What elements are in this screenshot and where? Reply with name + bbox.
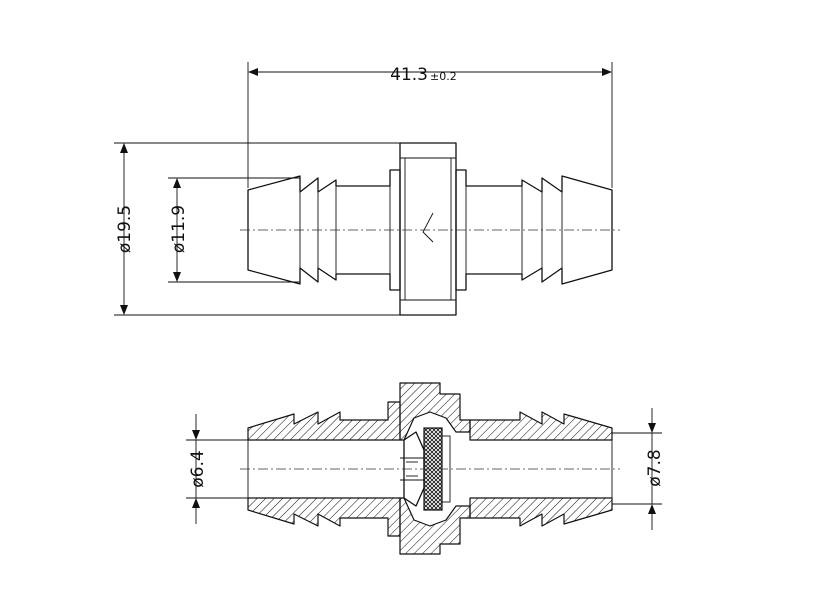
top-view	[240, 142, 620, 316]
body-upper	[399, 382, 471, 441]
left-bore-value: ø6.4	[188, 450, 208, 487]
left-bore-dimension: ø6.4	[186, 414, 248, 524]
center-hex-body	[399, 142, 457, 316]
barb-diameter-value: ø11.9	[169, 205, 189, 253]
barb-diameter-dimension: ø11.9	[168, 177, 300, 283]
overall-length-tolerance: ±0.2	[430, 70, 457, 83]
overall-length-dimension: 41.3 ±0.2	[247, 62, 613, 188]
overall-length-value: 41.3	[390, 65, 428, 85]
outer-diameter-value: ø19.5	[115, 205, 135, 253]
flow-direction-arrow	[422, 212, 434, 243]
left-upper-wall	[247, 401, 401, 441]
right-barb-outline	[455, 169, 613, 291]
left-lower-wall	[247, 497, 401, 537]
body-lower	[399, 497, 471, 555]
right-bore-value: ø7.8	[645, 449, 665, 486]
right-lower-wall	[469, 497, 613, 527]
left-barb-outline	[247, 169, 401, 291]
section-view	[240, 382, 620, 555]
outer-diameter-dimension: ø19.5	[114, 142, 400, 316]
right-upper-wall	[469, 411, 613, 441]
right-bore-dimension: ø7.8	[612, 408, 665, 530]
